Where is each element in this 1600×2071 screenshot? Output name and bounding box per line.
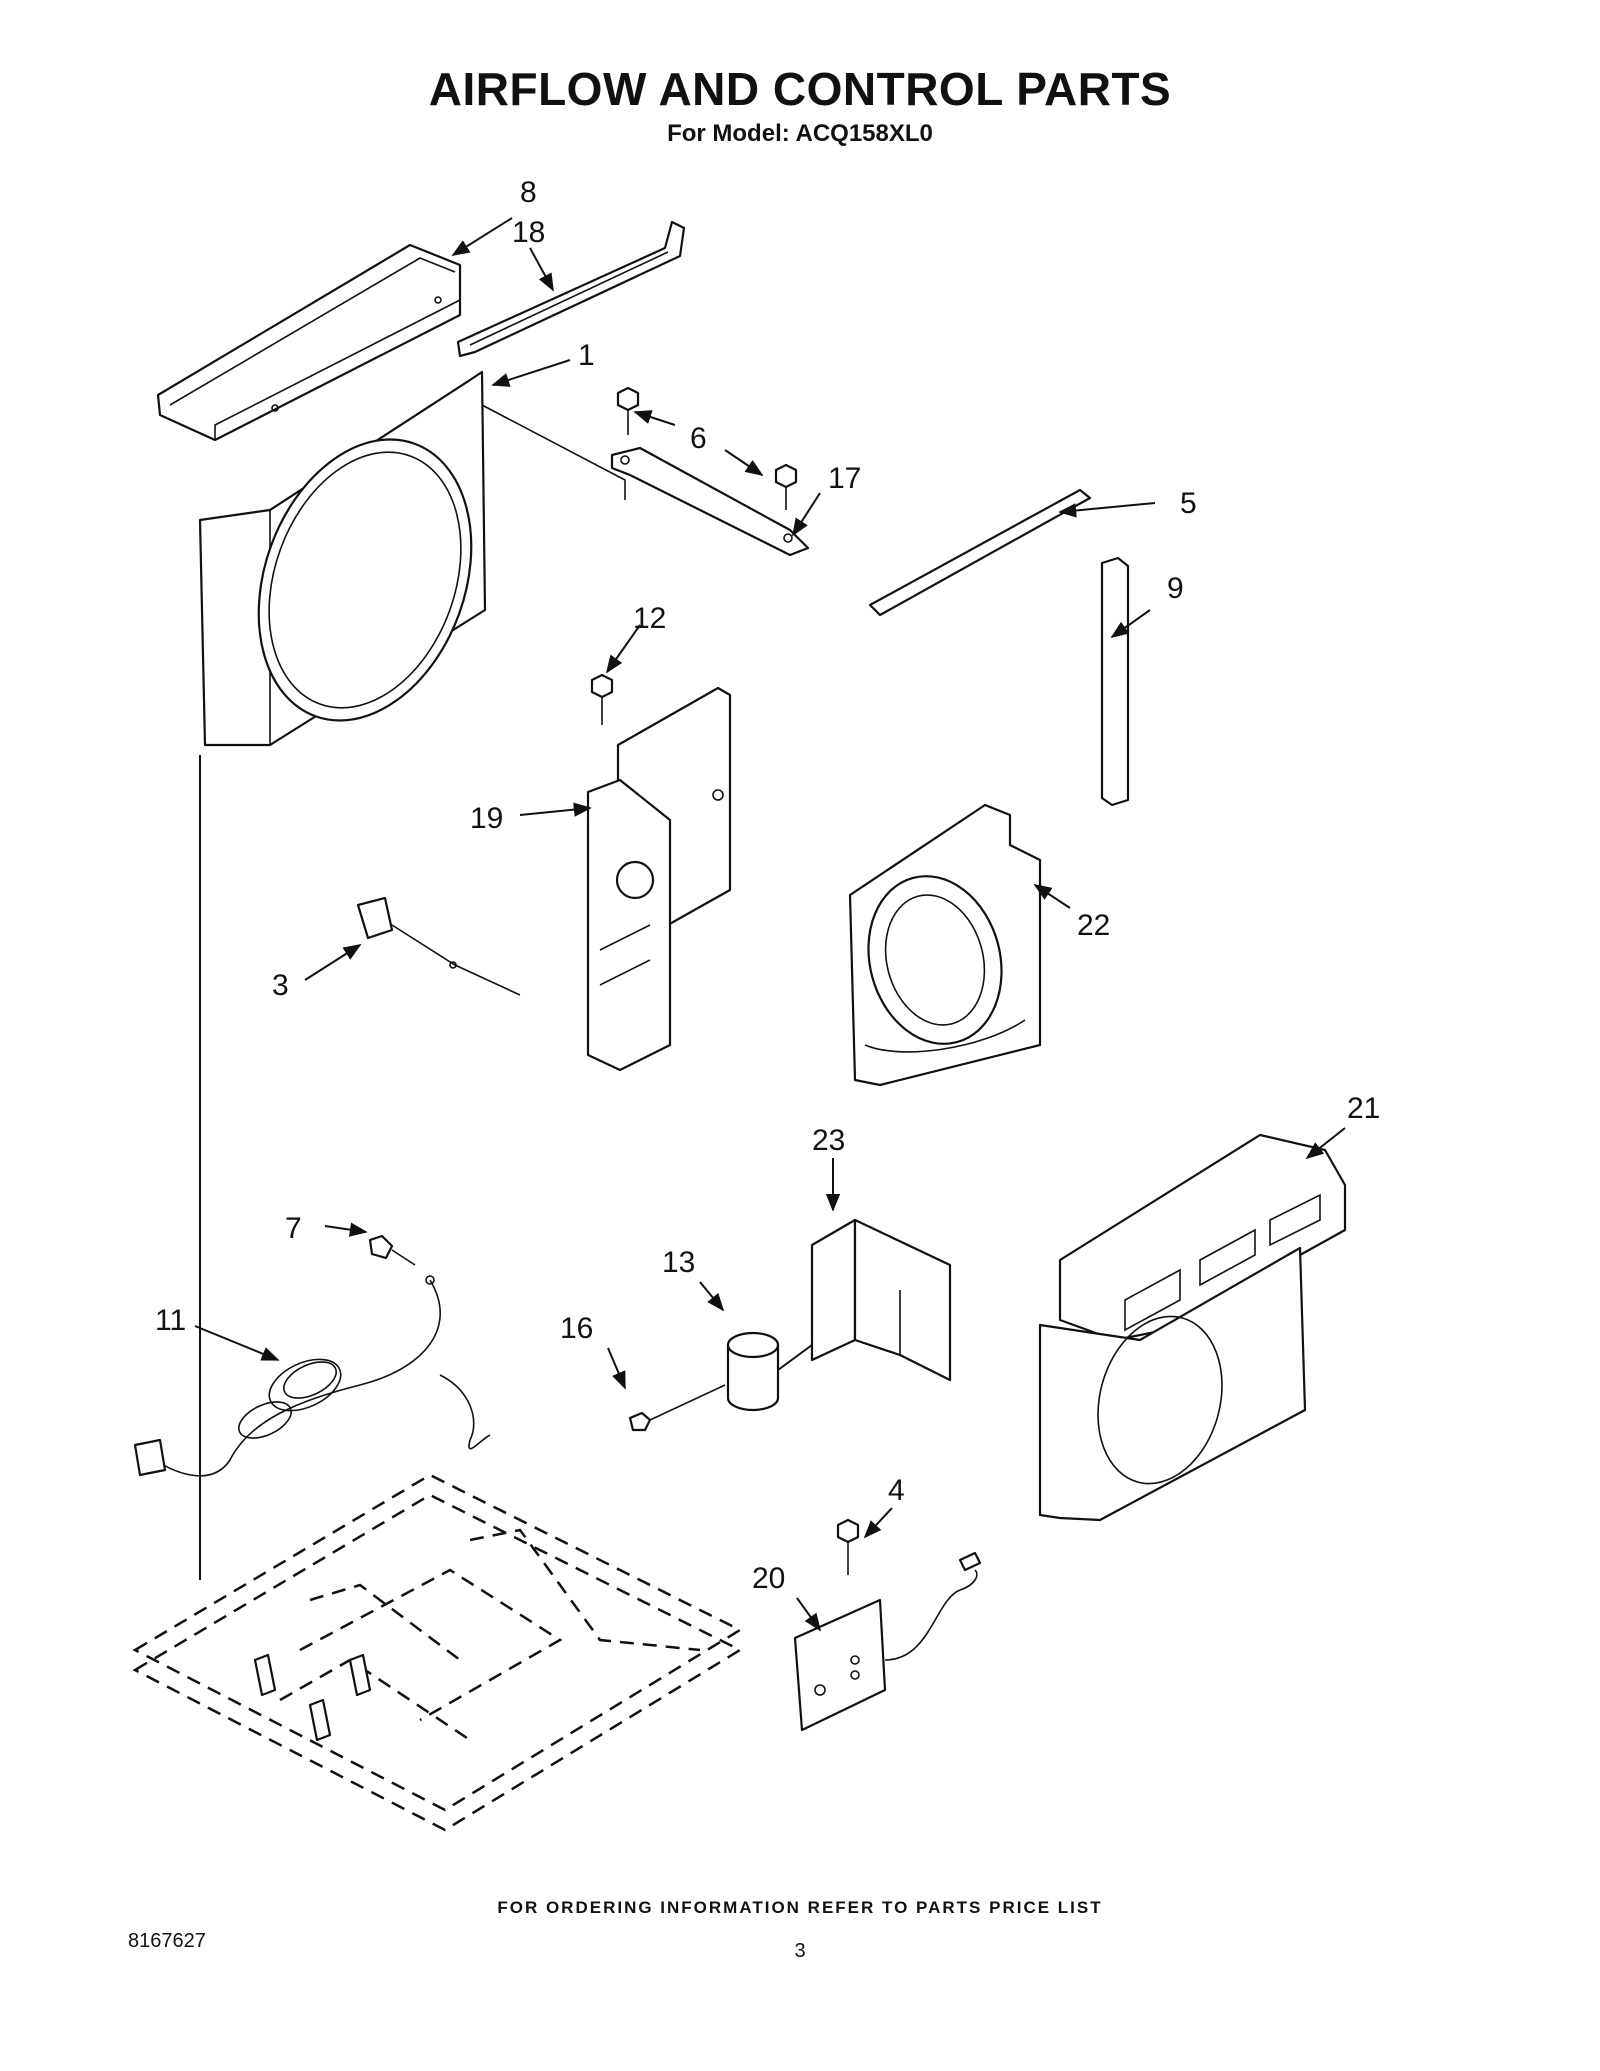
callout-1: 1 <box>578 339 595 372</box>
part-9-vertical-seal <box>1100 556 1130 807</box>
callout-19: 19 <box>470 802 503 835</box>
callout-23: 23 <box>812 1124 845 1157</box>
part-5-seal-strip <box>868 488 1092 617</box>
callout-9: 9 <box>1167 572 1184 605</box>
callout-17: 17 <box>828 462 861 495</box>
page-number: 3 <box>794 1940 806 1962</box>
callout-4: 4 <box>888 1474 905 1507</box>
part-8-top-panel <box>156 243 462 442</box>
ordering-info-note: FOR ORDERING INFORMATION REFER TO PARTS … <box>497 1898 1103 1917</box>
callout-11: 11 <box>155 1304 186 1337</box>
callout-21: 21 <box>1347 1092 1380 1125</box>
part-20-control-board <box>793 1551 982 1732</box>
callout-3: 3 <box>272 969 289 1002</box>
callout-12: 12 <box>633 602 666 635</box>
callout-7: 7 <box>285 1212 302 1245</box>
callout-8: 8 <box>520 176 537 209</box>
part-6-screw-a <box>616 386 640 435</box>
part-21-front-housing <box>1038 1133 1347 1522</box>
part-23-capacitor-bracket <box>810 1218 952 1382</box>
callout-labels: 8 18 1 6 17 5 9 12 19 22 3 21 23 7 13 16… <box>155 176 1380 1595</box>
part-12-screw <box>590 673 614 725</box>
page-title: AIRFLOW AND CONTROL PARTS <box>428 63 1172 115</box>
part-22-scroll <box>848 803 1042 1087</box>
document-number: 8167627 <box>128 1930 206 1952</box>
callout-13: 13 <box>662 1246 695 1279</box>
callout-6: 6 <box>690 422 707 455</box>
part-18-brace <box>456 220 686 358</box>
leader-lines <box>194 217 1346 1632</box>
part-19-control-bracket <box>586 686 732 1072</box>
callout-18: 18 <box>512 216 545 249</box>
callout-20: 20 <box>752 1562 785 1595</box>
part-4-screw <box>836 1518 860 1575</box>
part-6-screw-b <box>774 463 798 510</box>
callout-16: 16 <box>560 1312 593 1345</box>
part-16-screw <box>628 1384 726 1432</box>
base-pan-outline <box>132 1473 743 1832</box>
part-7-cord-screw <box>368 1234 416 1266</box>
part-1-shroud <box>198 370 626 747</box>
part-17-bracket <box>610 446 810 557</box>
part-3-thermistor <box>356 896 521 996</box>
callout-5: 5 <box>1180 487 1197 520</box>
part-13-capacitor <box>726 1331 813 1412</box>
callout-22: 22 <box>1077 909 1110 942</box>
model-subtitle: For Model: ACQ158XL0 <box>667 120 933 147</box>
part-11-power-cord <box>133 1275 491 1477</box>
